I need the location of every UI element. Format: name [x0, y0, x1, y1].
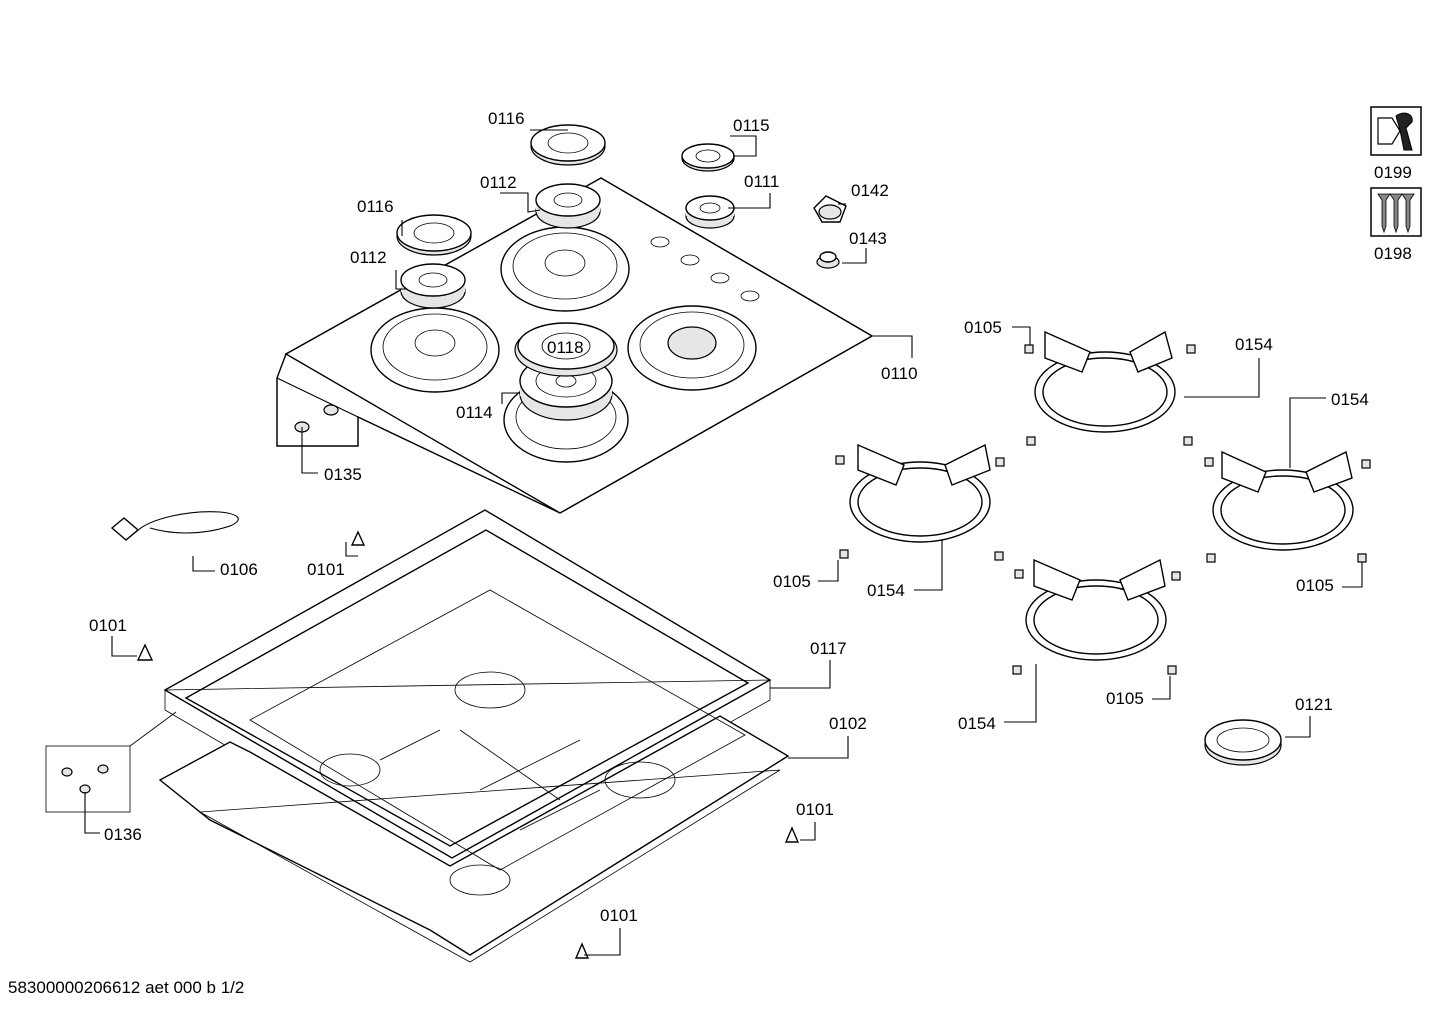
callout-0111: 0111 — [744, 172, 779, 191]
callout-0154: 0154 — [1331, 390, 1369, 409]
drawing-code-footer: 58300000206612 aet 000 b 1/2 — [8, 978, 245, 997]
screws-kit-icon — [1370, 187, 1422, 237]
power-cord[interactable] — [110, 511, 239, 541]
callout-0112: 0112 — [480, 173, 517, 192]
leader-lines — [84, 129, 1363, 956]
callout-0105: 0105 — [964, 318, 1002, 337]
pan-support-bottom[interactable] — [1025, 558, 1167, 661]
burner-well-rear — [500, 226, 630, 312]
callout-0105: 0105 — [1106, 689, 1144, 708]
burner-cap-0115[interactable] — [681, 143, 735, 172]
service-tool-icon — [1370, 106, 1422, 156]
callout-0114: 0114 — [456, 403, 493, 422]
pan-support-right[interactable] — [1212, 450, 1354, 551]
rubber-foot-4[interactable] — [574, 942, 590, 959]
burner-well-right — [627, 305, 757, 391]
wok-burner-cap[interactable] — [514, 322, 618, 377]
callout-0101: 0101 — [600, 906, 638, 925]
callout-0101: 0101 — [796, 800, 834, 819]
pan-support-left[interactable] — [849, 443, 991, 543]
callout-0154: 0154 — [1235, 335, 1273, 354]
burner-head-0112-left[interactable] — [400, 263, 466, 309]
callout-0118: 0118 — [547, 338, 584, 357]
burner-cap-0116-left[interactable] — [396, 214, 472, 256]
pan-support-top[interactable] — [1034, 330, 1176, 433]
frame-0117[interactable] — [163, 509, 772, 879]
rubber-foot-1[interactable] — [350, 530, 366, 546]
callout-0112: 0112 — [350, 248, 387, 267]
callout-0102: 0102 — [829, 714, 867, 733]
callout-0136: 0136 — [104, 825, 142, 844]
housing-0102[interactable] — [158, 589, 790, 963]
knob-ring[interactable] — [816, 251, 840, 269]
callout-0117: 0117 — [810, 639, 847, 658]
burner-head-0111[interactable] — [685, 195, 735, 229]
burner-well-left — [370, 307, 500, 393]
callout-0142: 0142 — [851, 181, 889, 200]
wok-ring[interactable] — [1204, 719, 1282, 766]
callout-0105: 0105 — [773, 572, 811, 591]
rubber-pads[interactable] — [835, 344, 1371, 675]
callout-0115: 0115 — [733, 116, 770, 135]
rubber-foot-3[interactable] — [784, 826, 800, 843]
callout-0143: 0143 — [849, 229, 887, 248]
callout-0105: 0105 — [1296, 576, 1334, 595]
icon-label-0199: 0199 — [1374, 163, 1412, 182]
detail-box-0136 — [45, 711, 177, 813]
callout-0101: 0101 — [89, 616, 127, 635]
callout-0106: 0106 — [220, 560, 258, 579]
callout-0135: 0135 — [324, 465, 362, 484]
callout-0154: 0154 — [867, 581, 905, 600]
callout-0116: 0116 — [357, 197, 394, 216]
burner-cap-0116-top[interactable] — [530, 124, 606, 166]
burner-head-0112-rear[interactable] — [535, 183, 601, 229]
callout-0110: 0110 — [881, 364, 918, 383]
control-knob[interactable] — [813, 195, 847, 223]
callout-0116: 0116 — [488, 109, 525, 128]
callout-0121: 0121 — [1295, 695, 1333, 714]
rubber-foot-2[interactable] — [136, 643, 154, 661]
callout-0154: 0154 — [958, 714, 996, 733]
callout-labels: 0116 0115 0112 0111 0142 0116 0143 0112 … — [89, 109, 1369, 925]
callout-0101: 0101 — [307, 560, 345, 579]
icon-label-0198: 0198 — [1374, 244, 1412, 263]
